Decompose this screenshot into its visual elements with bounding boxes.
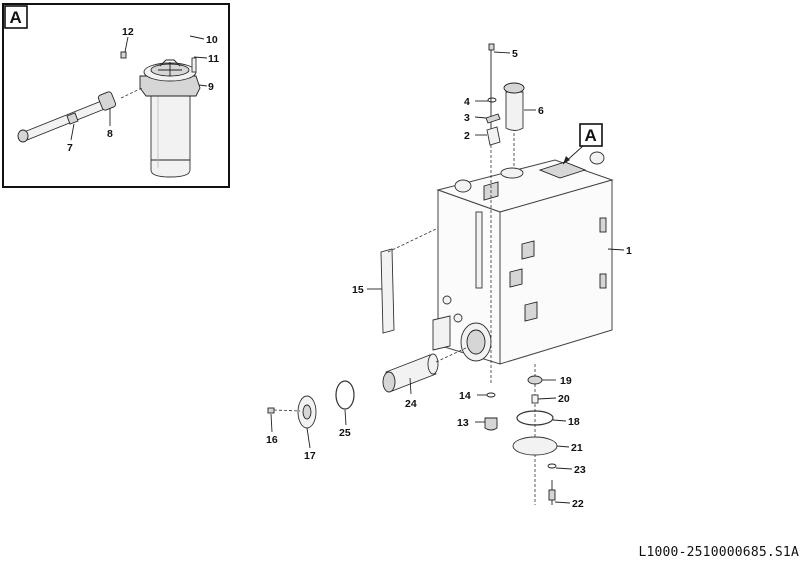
callout-22: 22: [572, 498, 584, 510]
leader-lines: [270, 51, 625, 504]
callout-25: 25: [339, 427, 351, 439]
callout-9: 9: [208, 81, 214, 93]
callout-8: 8: [107, 128, 113, 140]
callout-5: 5: [512, 48, 518, 60]
callout-4: 4: [464, 96, 470, 108]
drawing-reference: L1000-2510000685.S1A: [638, 545, 799, 560]
breather-filter: [503, 82, 525, 168]
view-marker-a: A: [562, 123, 603, 165]
callout-17: 17: [304, 450, 316, 462]
callout-16: 16: [266, 434, 278, 446]
callout-23: 23: [574, 464, 586, 476]
top-fasteners: [485, 43, 501, 385]
inlet-tube-assembly: [17, 87, 143, 143]
callout-19: 19: [560, 375, 572, 387]
callout-10: 10: [206, 34, 218, 46]
callout-2: 2: [464, 130, 470, 142]
callout-3: 3: [464, 112, 470, 124]
callout-24: 24: [405, 398, 417, 410]
callout-12: 12: [122, 26, 134, 38]
callout-7: 7: [67, 142, 73, 154]
callout-15: 15: [352, 284, 364, 296]
bottom-cover-assembly: [512, 364, 558, 505]
hydraulic-tank: [432, 151, 614, 365]
callout-21: 21: [571, 442, 583, 454]
callout-14: 14: [459, 390, 471, 402]
callout-20: 20: [558, 393, 570, 405]
detail-a-label-box: [4, 5, 28, 29]
drain-plug: [484, 392, 498, 431]
callout-13: 13: [457, 417, 469, 429]
detail-a-panel: A 12: [2, 3, 230, 188]
callout-1: 1: [626, 245, 632, 257]
suction-strainer-assembly: [267, 347, 467, 429]
callout-11: 11: [208, 53, 219, 65]
callout-18: 18: [568, 416, 580, 428]
return-filter-assembly: [120, 51, 201, 178]
level-gauge: [380, 227, 439, 334]
view-marker-a-label: A: [585, 126, 597, 145]
callout-6: 6: [538, 105, 544, 117]
detail-a-label: A: [10, 8, 22, 27]
